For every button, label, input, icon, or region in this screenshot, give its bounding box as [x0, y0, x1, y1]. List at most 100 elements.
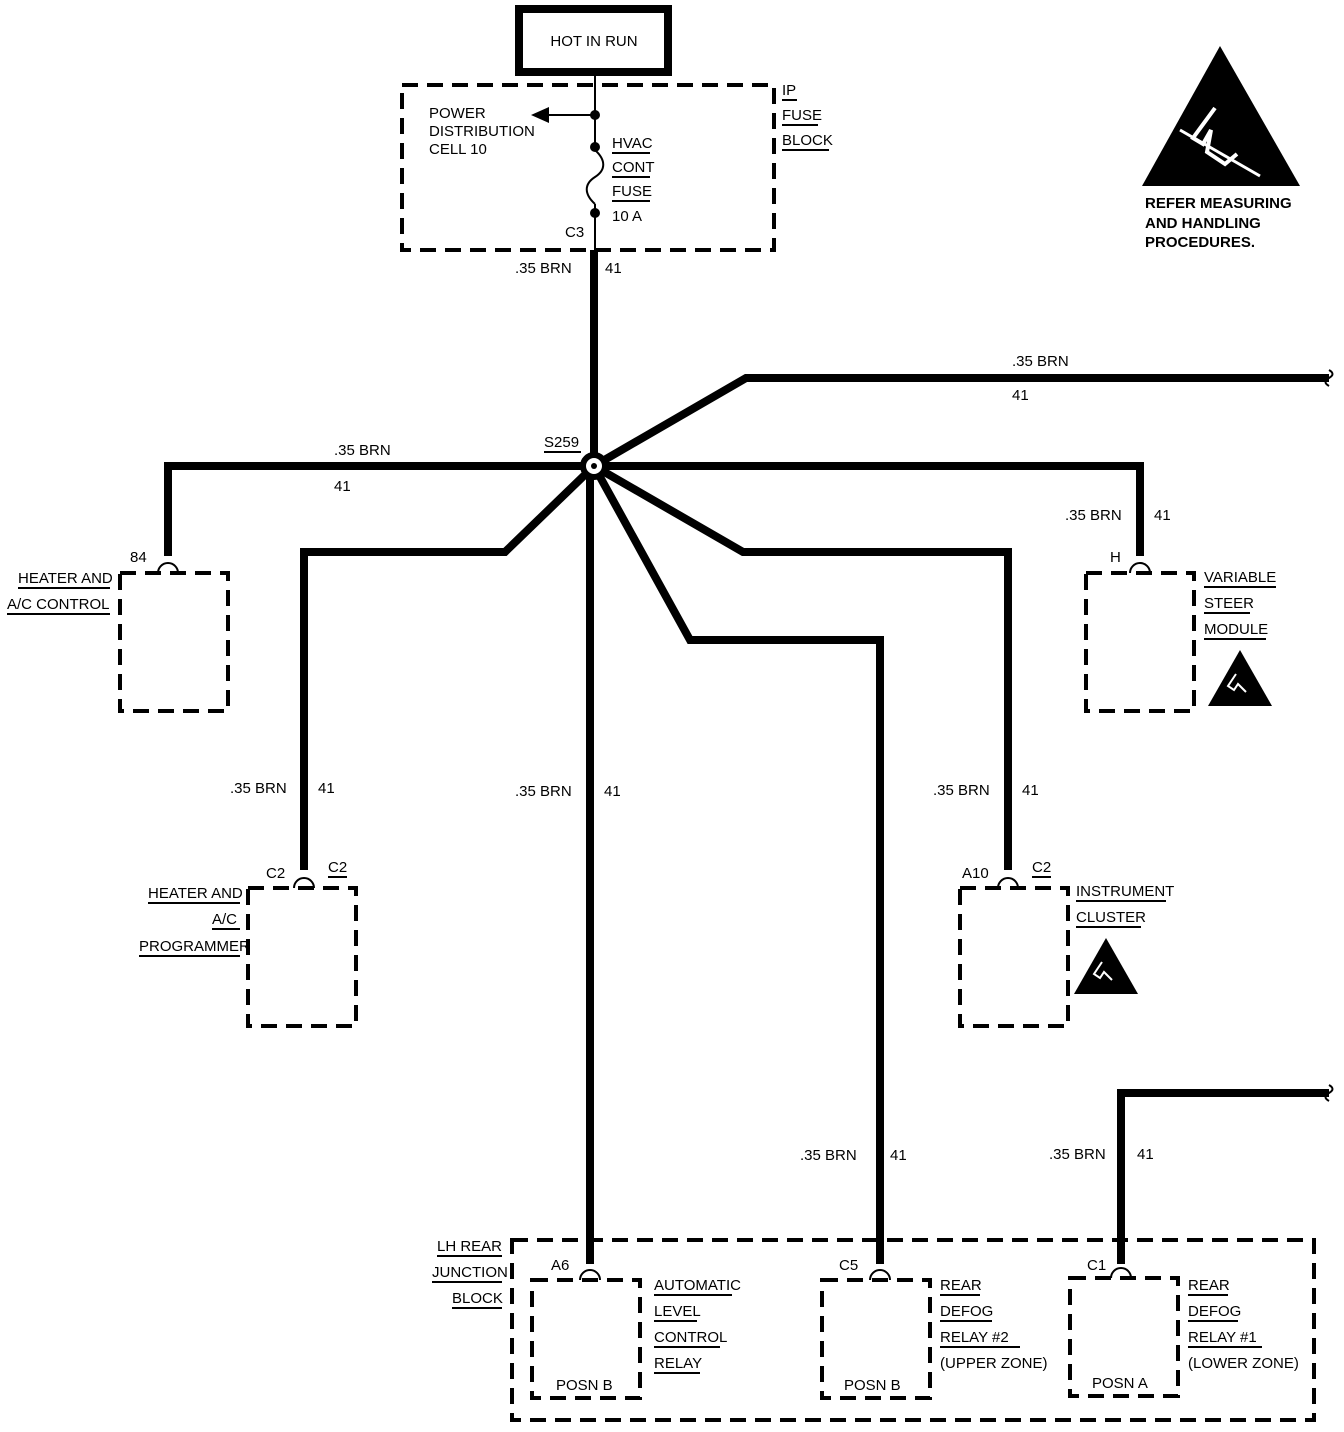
wire-label-steer-gauge: .35 BRN: [1065, 507, 1122, 524]
relay-1-position: POSN B: [556, 1377, 613, 1394]
wire-label-upper-right-circuit: 41: [1012, 387, 1029, 404]
wire-label-cluster-gauge: .35 BRN: [933, 782, 990, 799]
esd-warning: REFER MEASURING AND HANDLING PROCEDURES.: [1142, 46, 1300, 251]
fuse-terminal-top: [590, 110, 600, 120]
connector-terminal-icon: [997, 877, 1019, 889]
fuse-icon: [585, 149, 605, 205]
relay-1-pin: A6: [551, 1257, 569, 1274]
power-distribution-line-1: POWER: [429, 105, 486, 122]
relay-2-line-1: REAR: [940, 1277, 982, 1294]
cluster-connector: C2: [1032, 859, 1051, 876]
wire-label-level-control-gauge: .35 BRN: [515, 783, 572, 800]
variable-steer-line-3: MODULE: [1204, 621, 1268, 638]
wire-label-left-gauge: .35 BRN: [334, 442, 391, 459]
variable-steer-line-2: STEER: [1204, 595, 1254, 612]
fuse-block-title-line-2: FUSE: [782, 107, 822, 124]
junction-block-line-2: JUNCTION: [432, 1264, 508, 1281]
programmer-line-2: A/C: [212, 911, 237, 928]
fuse-terminal-mid: [590, 142, 600, 152]
lh-rear-junction-block: LH REAR JUNCTION BLOCK A6 POSN B AUTOMAT…: [432, 1238, 1316, 1422]
relay-2-position: POSN B: [844, 1377, 901, 1394]
esd-warning-line-3: PROCEDURES.: [1145, 234, 1255, 251]
wire-label-left-circuit: 41: [334, 478, 351, 495]
splice-label: S259: [544, 434, 579, 451]
cluster-line-1: INSTRUMENT: [1076, 883, 1174, 900]
power-distribution-line-3: CELL 10: [429, 141, 487, 158]
wire-branch-rear-defog-1: [1117, 1089, 1329, 1264]
ip-fuse-block: IP FUSE BLOCK POWER DISTRIBUTION CELL 10…: [400, 82, 833, 252]
programmer-pin: C2: [266, 865, 285, 882]
wire-branch-rear-defog-2: [590, 464, 884, 1264]
wire-labels: .35 BRN 41 S259 .35 BRN 41 .35 BRN 41 .3…: [230, 260, 1171, 1164]
esd-warning-icon: [1074, 938, 1138, 994]
wire-label-feed-gauge: .35 BRN: [515, 260, 572, 277]
wire-label-defog-1-gauge: .35 BRN: [1049, 1146, 1106, 1163]
wire-label-defog-1-circuit: 41: [1137, 1146, 1154, 1163]
variable-steer-line-1: VARIABLE: [1204, 569, 1276, 586]
variable-steer-pin: H: [1110, 549, 1121, 566]
relay-1-line-2: LEVEL: [654, 1303, 701, 1320]
wire-branch-variable-steer: [594, 462, 1144, 556]
wire-label-steer-circuit: 41: [1154, 507, 1171, 524]
variable-steer-module: H VARIABLE STEER MODULE: [1084, 549, 1276, 713]
fuse-connector-label: C3: [565, 224, 584, 241]
wires: [164, 250, 1334, 1264]
rear-defog-relay-1: C1 POSN A REAR DEFOG RELAY #1 (LOWER ZON…: [1068, 1257, 1299, 1398]
connector-terminal-icon: [293, 877, 315, 889]
programmer-line-3: PROGRAMMER: [139, 938, 250, 955]
connector-terminal-icon: [579, 1269, 601, 1281]
wire-label-level-control-circuit: 41: [604, 783, 621, 800]
relay-2-line-3: RELAY #2: [940, 1329, 1009, 1346]
hot-in-run-label: HOT IN RUN: [550, 33, 637, 50]
wire-label-programmer-gauge: .35 BRN: [230, 780, 287, 797]
arrow-left-icon: [531, 107, 549, 123]
heater-ac-control-line-1: HEATER AND: [18, 570, 113, 587]
hot-in-run-box: HOT IN RUN: [515, 5, 672, 76]
wire-label-upper-right-gauge: .35 BRN: [1012, 353, 1069, 370]
esd-warning-line-1: REFER MEASURING: [1145, 195, 1292, 212]
relay-2-line-4: (UPPER ZONE): [940, 1355, 1048, 1372]
junction-block-line-1: LH REAR: [437, 1238, 502, 1255]
cluster-line-2: CLUSTER: [1076, 909, 1146, 926]
wire-branch-heater-ac-control: [164, 462, 594, 556]
wire-label-programmer-circuit: 41: [318, 780, 335, 797]
fuse-block-title-line-1: IP: [782, 82, 796, 99]
connector-terminal-icon: [157, 562, 179, 574]
heater-ac-control-line-2: A/C CONTROL: [7, 596, 110, 613]
relay-2-line-2: DEFOG: [940, 1303, 993, 1320]
instrument-cluster: A10 C2 INSTRUMENT CLUSTER: [958, 859, 1174, 1028]
fuse-block-title-line-3: BLOCK: [782, 132, 833, 149]
programmer-line-1: HEATER AND: [148, 885, 243, 902]
rear-defog-relay-2: C5 POSN B REAR DEFOG RELAY #2 (UPPER ZON…: [820, 1257, 1048, 1400]
automatic-level-control-relay: A6 POSN B AUTOMATIC LEVEL CONTROL RELAY: [530, 1257, 741, 1400]
wire-label-defog-2-gauge: .35 BRN: [800, 1147, 857, 1164]
connector-terminal-icon: [1129, 562, 1151, 574]
wire-label-cluster-circuit: 41: [1022, 782, 1039, 799]
relay-3-position: POSN A: [1092, 1375, 1148, 1392]
relay-1-line-4: RELAY: [654, 1355, 702, 1372]
heater-ac-programmer: C2 C2 HEATER AND A/C PROGRAMMER: [139, 859, 358, 1028]
wire-branch-upper-right: [591, 374, 1329, 470]
relay-3-line-3: RELAY #1: [1188, 1329, 1257, 1346]
power-distribution-line-2: DISTRIBUTION: [429, 123, 535, 140]
heater-ac-control-pin: 84: [130, 549, 147, 566]
junction-block-line-3: BLOCK: [452, 1290, 503, 1307]
wire-branch-instrument-cluster: [592, 462, 1012, 870]
wire-label-feed-circuit: 41: [605, 260, 622, 277]
esd-warning-icon: [1142, 46, 1300, 186]
fuse-label-line-2: CONT: [612, 159, 655, 176]
fuse-label-line-4: 10 A: [612, 208, 642, 225]
esd-warning-line-2: AND HANDLING: [1145, 215, 1261, 232]
programmer-connector: C2: [328, 859, 347, 876]
heater-ac-control: 84 HEATER AND A/C CONTROL: [7, 549, 230, 713]
wire-branch-programmer: [300, 463, 597, 870]
relay-3-line-1: REAR: [1188, 1277, 1230, 1294]
cluster-pin: A10: [962, 865, 989, 882]
relay-3-line-4: (LOWER ZONE): [1188, 1355, 1299, 1372]
relay-1-line-1: AUTOMATIC: [654, 1277, 741, 1294]
connector-terminal-icon: [869, 1269, 891, 1281]
relay-3-line-2: DEFOG: [1188, 1303, 1241, 1320]
wire-label-defog-2-circuit: 41: [890, 1147, 907, 1164]
fuse-label-line-1: HVAC: [612, 135, 653, 152]
